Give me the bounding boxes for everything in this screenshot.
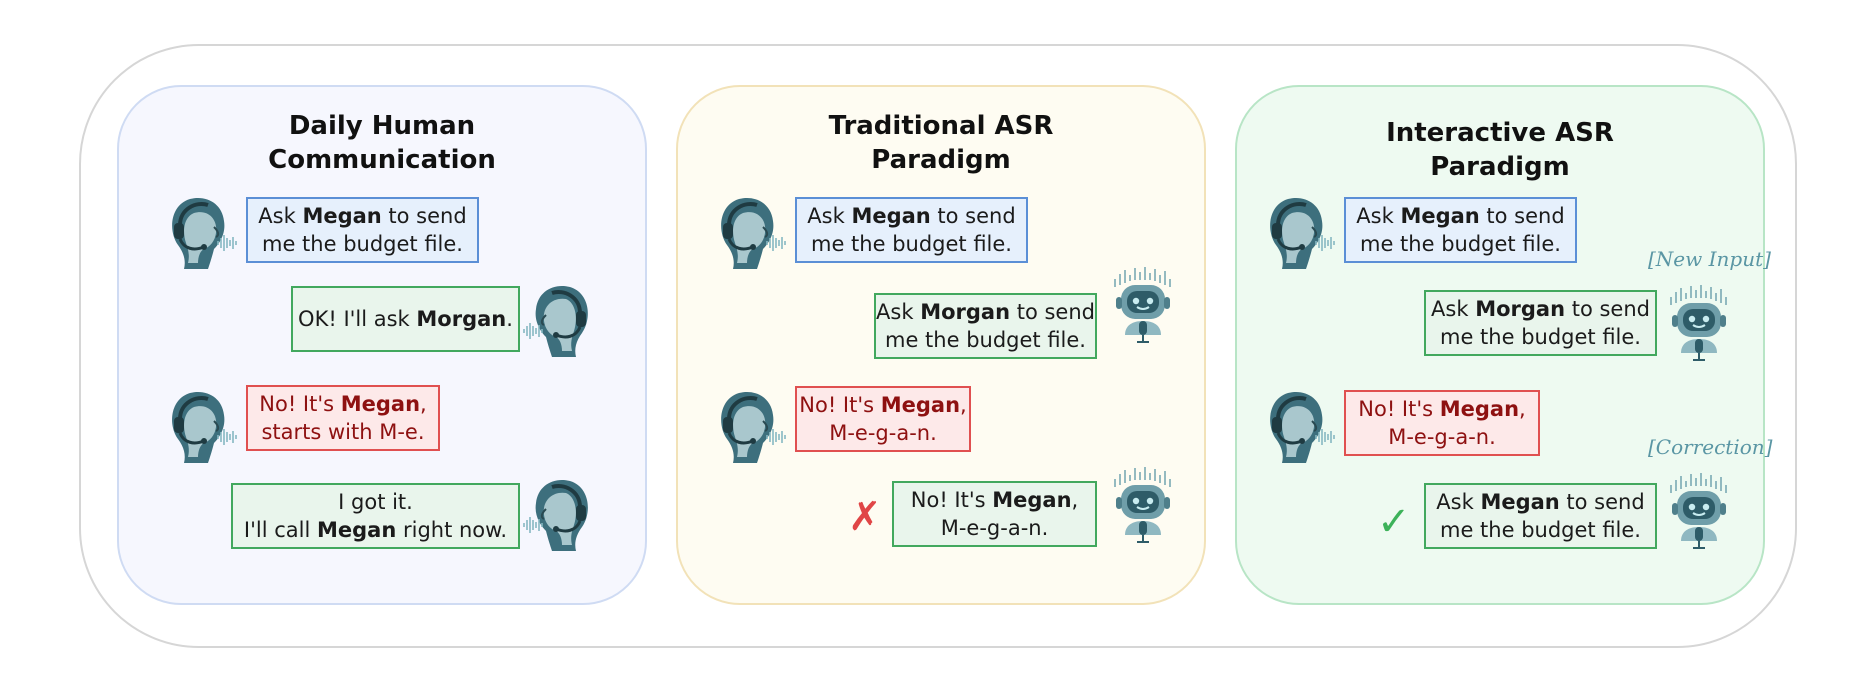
error-x-icon: ✗ bbox=[848, 494, 882, 540]
robot-icon bbox=[1114, 466, 1171, 543]
panel-title-line-2: Paradigm bbox=[871, 145, 1011, 175]
bubble-line-1: Ask Morgan to send bbox=[876, 300, 1095, 324]
bubble-line-1: No! It's Megan, bbox=[799, 393, 967, 417]
speech-bubble-asr-output: No! It's Megan, M-e-g-a-n. bbox=[892, 481, 1097, 547]
panel-title-line-1: Interactive ASR bbox=[1386, 118, 1614, 148]
speech-bubble-human-reply: I got it. I'll call Megan right now. bbox=[231, 483, 520, 549]
robot-icon bbox=[1114, 266, 1171, 343]
bubble-line-1: Ask Megan to send bbox=[258, 204, 467, 228]
speech-bubble-user-request: Ask Megan to send me the budget file. bbox=[1344, 197, 1577, 263]
bubble-line-1: Ask Megan to send bbox=[807, 204, 1016, 228]
bubble-line-2: M-e-g-a-n. bbox=[940, 516, 1049, 540]
robot-mic-icon bbox=[1670, 284, 1727, 361]
man-headset-icon bbox=[523, 283, 590, 359]
man-headset-icon bbox=[523, 477, 590, 553]
bubble-line-1: No! It's Megan, bbox=[1358, 397, 1526, 421]
bubble-line-2: I'll call Megan right now. bbox=[243, 518, 508, 542]
speech-bubble-asr-output: Ask Morgan to send me the budget file. bbox=[1424, 290, 1657, 356]
bubble-line-1: Ask Megan to send bbox=[1356, 204, 1565, 228]
bubble-line-2: me the budget file. bbox=[1360, 232, 1561, 256]
panel-title: Traditional ASR Paradigm bbox=[678, 109, 1204, 177]
woman-headset-icon bbox=[170, 195, 237, 271]
woman-headset-icon bbox=[719, 389, 786, 465]
speech-bubble-user-correction: No! It's Megan, M-e-g-a-n. bbox=[795, 386, 971, 452]
bubble-line-2: M-e-g-a-n. bbox=[829, 421, 937, 445]
panel-title-line-1: Traditional ASR bbox=[828, 111, 1054, 141]
success-check-icon: ✓ bbox=[1377, 499, 1411, 545]
panel-traditional-asr-paradigm: Traditional ASR Paradigm Ask Megan to se… bbox=[676, 85, 1206, 605]
bubble-line-2: me the budget file. bbox=[262, 232, 463, 256]
speech-bubble-asr-output: Ask Morgan to send me the budget file. bbox=[874, 293, 1097, 359]
bubble-line-2: me the budget file. bbox=[1440, 325, 1641, 349]
robot-mic-icon bbox=[1670, 472, 1727, 549]
woman-headset-icon bbox=[719, 195, 786, 271]
speech-bubble-human-reply: OK! I'll ask Morgan. bbox=[291, 286, 520, 352]
speech-bubble-asr-output: Ask Megan to send me the budget file. bbox=[1424, 483, 1657, 549]
speech-bubble-user-correction: No! It's Megan, M-e-g-a-n. bbox=[1344, 390, 1540, 456]
correction-tag: [Correction] bbox=[1648, 435, 1773, 459]
panel-title-line-2: Paradigm bbox=[1430, 152, 1570, 182]
bubble-line-1: I got it. bbox=[338, 490, 413, 514]
panel-interactive-asr-paradigm: Interactive ASR Paradigm Ask Megan to se… bbox=[1235, 85, 1772, 605]
bubble-line-2: me the budget file. bbox=[1440, 518, 1641, 542]
bubble-line-1: Ask Morgan to send bbox=[1431, 297, 1650, 321]
bubble-line-2: starts with M-e. bbox=[261, 420, 425, 444]
new-input-tag: [New Input] bbox=[1648, 247, 1771, 271]
woman-headset-icon bbox=[1268, 195, 1335, 271]
speech-bubble-user-request: Ask Megan to send me the budget file. bbox=[795, 197, 1028, 263]
panel-title-line-2: Communication bbox=[268, 145, 496, 175]
woman-headset-icon bbox=[1268, 389, 1335, 465]
woman-headset-icon bbox=[170, 389, 237, 465]
outer-frame bbox=[79, 44, 1797, 648]
bubble-line-1: No! It's Megan, bbox=[259, 392, 427, 416]
bubble-line-1: OK! I'll ask Morgan. bbox=[298, 307, 513, 331]
panel-title-line-1: Daily Human bbox=[288, 111, 476, 141]
bubble-line-1: No! It's Megan, bbox=[910, 488, 1079, 512]
panel-title: Daily Human Communication bbox=[119, 109, 645, 177]
bubble-line-2: me the budget file. bbox=[811, 232, 1012, 256]
speech-bubble-user-correction: No! It's Megan, starts with M-e. bbox=[246, 385, 440, 451]
bubble-line-1: Ask Megan to send bbox=[1436, 490, 1645, 514]
bubble-line-2: me the budget file. bbox=[885, 328, 1086, 352]
panel-daily-human-communication: Daily Human Communication Ask Megan to s… bbox=[117, 85, 647, 605]
panel-title: Interactive ASR Paradigm bbox=[1237, 116, 1763, 184]
speech-bubble-user-request: Ask Megan to send me the budget file. bbox=[246, 197, 479, 263]
bubble-line-2: M-e-g-a-n. bbox=[1388, 425, 1496, 449]
